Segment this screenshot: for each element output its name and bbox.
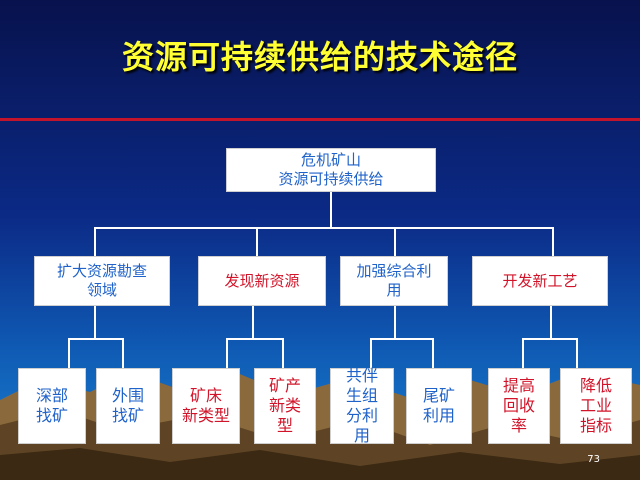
leaf-label: 提高 回收 率 [502, 376, 535, 435]
branch-node-new-process: 开发新工艺 [472, 256, 608, 306]
connector-b4-right [576, 338, 578, 368]
page-number: 73 [587, 454, 600, 465]
branch-node-comprehensive-use: 加强综合利 用 [340, 256, 448, 306]
connector-root-down [330, 192, 332, 228]
connector-b2-left [226, 338, 228, 368]
leaf-node-peripheral-prospecting: 外围 找矿 [96, 368, 160, 444]
branch-label: 发现新资源 [224, 271, 300, 290]
connector-b4-left [522, 338, 524, 368]
connector-b1-left [68, 338, 70, 368]
connector-b1-horizontal [68, 338, 124, 340]
connector-b4-horizontal [522, 338, 578, 340]
leaf-label: 矿产 新类 型 [268, 376, 301, 435]
leaf-label: 矿床 新类型 [181, 386, 230, 425]
leaf-node-new-mineral-types: 矿产 新类 型 [254, 368, 316, 444]
connector-b1-down [94, 306, 96, 338]
leaf-label: 尾矿 利用 [422, 386, 455, 425]
leaf-label: 深部 找矿 [35, 386, 68, 425]
branch-label: 扩大资源勘查 领域 [56, 262, 147, 299]
leaf-label: 外围 找矿 [111, 386, 144, 425]
leaf-node-deep-prospecting: 深部 找矿 [18, 368, 86, 444]
connector-main-horizontal [94, 227, 554, 229]
leaf-node-improve-recovery: 提高 回收 率 [488, 368, 550, 444]
leaf-label: 共伴 生组 分利 用 [345, 366, 378, 445]
connector-branch-4 [552, 227, 554, 256]
connector-b3-right [432, 338, 434, 368]
leaf-node-tailings-utilization: 尾矿 利用 [406, 368, 472, 444]
connector-branch-2 [256, 227, 258, 256]
branch-label: 加强综合利 用 [356, 262, 432, 299]
connector-branch-1 [94, 227, 96, 256]
connector-b3-left [370, 338, 372, 368]
connector-b2-right [282, 338, 284, 368]
branch-label: 开发新工艺 [502, 271, 578, 290]
leaf-label: 降低 工业 指标 [579, 376, 612, 435]
connector-b2-down [252, 306, 254, 338]
title-divider [0, 118, 640, 121]
leaf-node-lower-indicators: 降低 工业 指标 [560, 368, 632, 444]
connector-b3-down [394, 306, 396, 338]
connector-branch-3 [394, 227, 396, 256]
connector-b1-right [122, 338, 124, 368]
connector-b2-horizontal [226, 338, 284, 340]
branch-node-expand-exploration: 扩大资源勘查 领域 [34, 256, 170, 306]
leaf-node-associated-components: 共伴 生组 分利 用 [330, 366, 394, 445]
root-node-label: 危机矿山 资源可持续供给 [278, 151, 384, 188]
connector-b4-down [550, 306, 552, 338]
leaf-node-new-deposit-types: 矿床 新类型 [172, 368, 240, 444]
connector-b3-horizontal [370, 338, 434, 340]
root-node: 危机矿山 资源可持续供给 [226, 148, 436, 192]
branch-node-new-resources: 发现新资源 [198, 256, 326, 306]
slide-title: 资源可持续供给的技术途径 [121, 38, 518, 76]
